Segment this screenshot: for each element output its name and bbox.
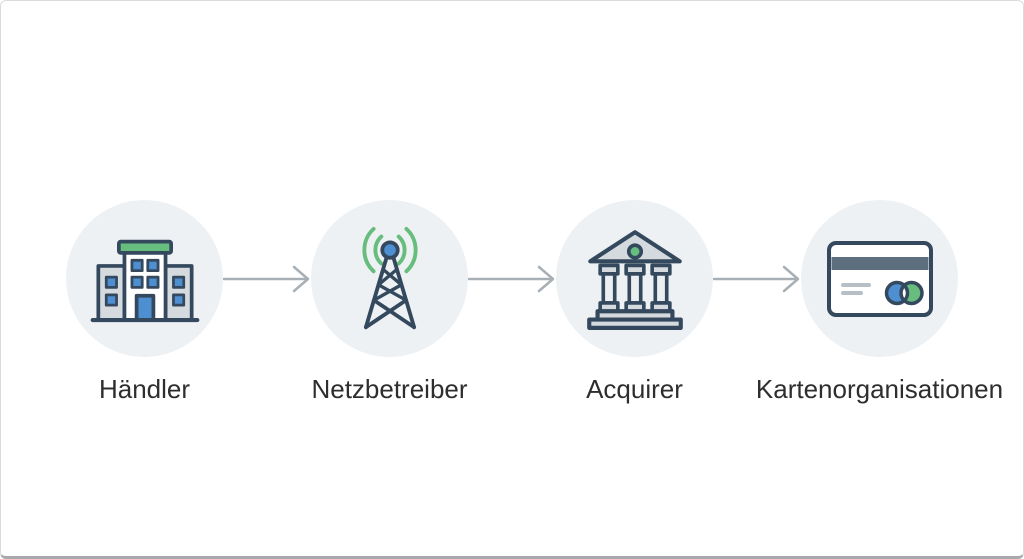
connector-1 [223, 200, 311, 357]
merchant-circle [66, 200, 223, 357]
radio-tower-icon [362, 226, 417, 329]
network-circle [311, 200, 468, 357]
bank-circle [556, 200, 713, 357]
node-label-kartenorganisationen: Kartenorganisationen [755, 374, 1004, 404]
node-haendler: Händler [66, 200, 223, 405]
arrow-right-icon [468, 265, 555, 292]
connector-3 [713, 200, 801, 357]
node-label-netzbetreiber: Netzbetreiber [311, 374, 468, 404]
node-kartenorganisationen: Kartenorganisationen [756, 200, 1003, 405]
building-icon [90, 239, 199, 322]
payment-flow-diagram: Händler [1, 200, 1023, 405]
node-netzbetreiber: Netzbetreiber [311, 200, 468, 405]
bank-icon [586, 229, 683, 330]
node-label-acquirer: Acquirer [586, 374, 683, 404]
arrow-right-icon [713, 265, 800, 292]
connector-2 [468, 200, 556, 357]
node-acquirer: Acquirer [556, 200, 713, 405]
credit-card-icon [826, 240, 933, 317]
arrow-right-icon [223, 265, 310, 292]
card-circle [801, 200, 958, 357]
node-label-haendler: Händler [98, 374, 191, 404]
